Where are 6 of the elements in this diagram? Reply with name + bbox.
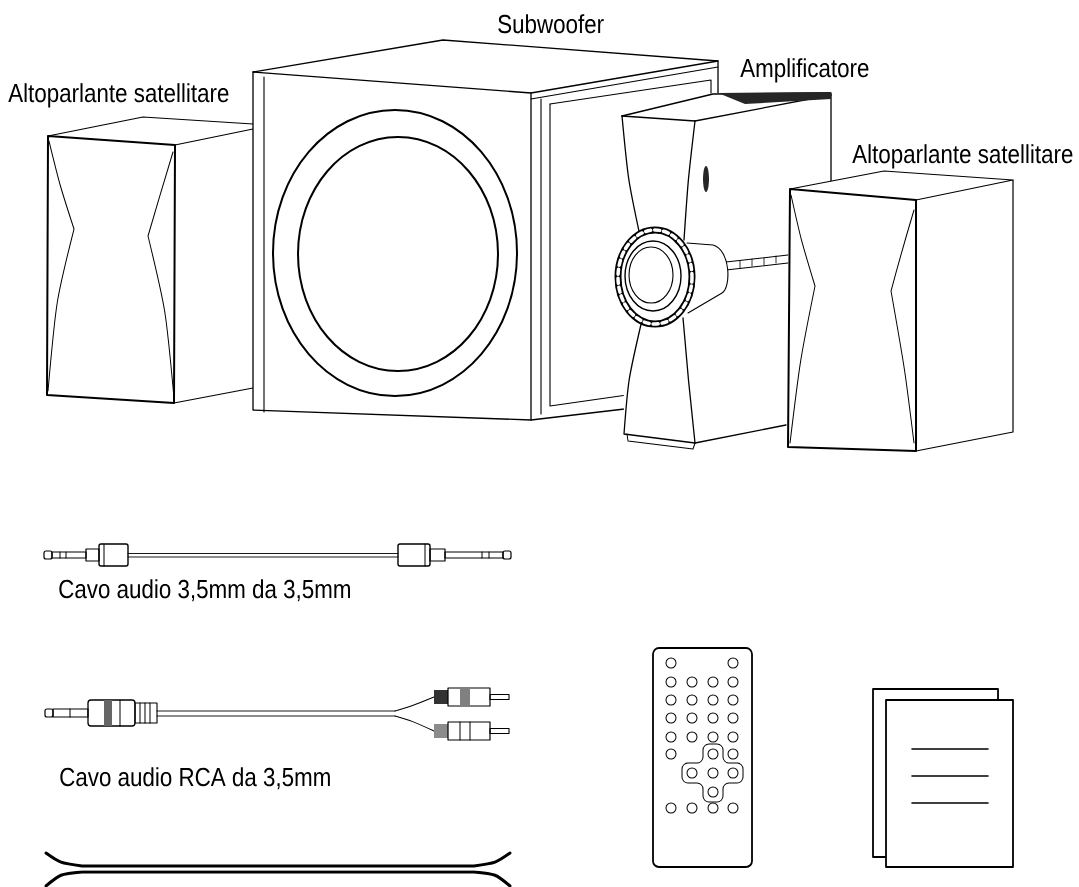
item-label: Subwoofer: [498, 14, 604, 34]
item-label: Altoparlante satellitare: [852, 144, 1073, 169]
item-label: Altoparlante satellitare: [8, 83, 229, 108]
item-label: Cavo audio RCA da 3,5mm: [60, 767, 330, 790]
item-label: Amplificatore: [740, 58, 869, 83]
item-label: Cavo audio 3,5mm da 3,5mm: [59, 579, 350, 602]
